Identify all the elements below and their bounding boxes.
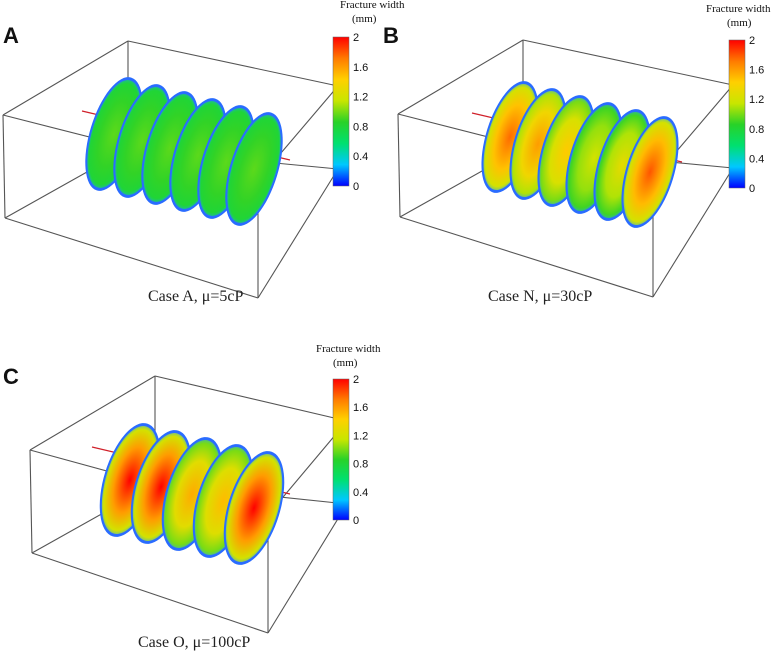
colorbar-tick-label: 0.4 — [353, 487, 368, 499]
colorbar-b: Fracture width (mm) 2 1.6 1.2 0.8 0.4 0 — [706, 3, 771, 195]
colorbar-unit-a: (mm) — [352, 13, 377, 25]
colorbar-ticks-c: 2 1.6 1.2 0.8 0.4 0 — [353, 374, 368, 527]
box-edge — [267, 503, 348, 634]
fracture-plane — [483, 84, 537, 190]
box-edge — [2, 40, 129, 116]
box-edge — [31, 552, 269, 634]
colorbar-c: Fracture width (mm) 2 1.6 1.2 0.8 0.4 0 — [316, 343, 381, 527]
fracture-plane — [511, 91, 565, 197]
colorbar-tick-label: 2 — [353, 32, 359, 44]
colorbar-gradient — [332, 378, 350, 521]
colorbar-ticks-b: 2 1.6 1.2 0.8 0.4 0 — [749, 35, 764, 195]
box-edge — [4, 217, 259, 299]
colorbar-title-c: Fracture width — [316, 343, 381, 355]
fracture-plane — [143, 94, 197, 202]
colorbar-unit-b: (mm) — [727, 17, 752, 29]
colorbar-tick-label: 1.6 — [353, 62, 368, 74]
colorbar-tick-label: 1.6 — [749, 65, 764, 77]
box-edge — [257, 168, 339, 299]
colorbar-tick-label: 0.8 — [749, 124, 764, 136]
colorbar-gradient — [728, 39, 746, 189]
caption-a: Case A, μ=5cP — [148, 288, 243, 305]
fracture-plane — [225, 453, 283, 563]
box-edge — [29, 375, 156, 451]
fracture-plane — [115, 87, 169, 195]
panel-label-c: C — [3, 364, 19, 389]
box-edge — [397, 39, 524, 115]
colorbar-tick-label: 1.2 — [749, 94, 764, 106]
panel-label-a: A — [3, 23, 19, 48]
box-edge — [2, 114, 6, 219]
fractures-b — [481, 81, 679, 228]
fracture-plane — [623, 119, 677, 225]
fracture-plane — [539, 98, 593, 204]
fracture-plane — [171, 101, 225, 209]
panel-label-b: B — [383, 23, 399, 48]
colorbar-title-a: Fracture width — [340, 0, 405, 11]
fracture-plane — [227, 115, 281, 223]
fracture-plane — [595, 112, 649, 218]
colorbar-gradient — [332, 36, 350, 187]
fracture-plane — [87, 80, 141, 188]
colorbar-tick-label: 1.2 — [353, 92, 368, 104]
colorbar-title-b: Fracture width — [706, 3, 771, 15]
panel-case-o: C Fracture width (mm) 2 1.6 1.2 0.8 0.4 0 Cas… — [3, 343, 381, 651]
colorbar-ticks-a: 2 1.6 1.2 0.8 0.4 0 — [353, 32, 368, 193]
colorbar-tick-label: 0 — [353, 181, 359, 193]
colorbar-tick-label: 0.4 — [749, 153, 764, 165]
box-edge — [29, 449, 33, 554]
caption-c: Case O, μ=100cP — [138, 634, 250, 651]
panel-case-n: B Fracture width (mm) 2 1.6 1.2 0.8 0.4 0 Cas… — [383, 3, 771, 305]
box-edge — [522, 39, 734, 86]
box-edge — [397, 113, 401, 218]
colorbar-tick-label: 0 — [749, 183, 755, 195]
fracture-plane — [567, 105, 621, 211]
fracture-plane — [199, 108, 253, 216]
colorbar-tick-label: 1.2 — [353, 430, 368, 442]
colorbar-a: Fracture width (mm) 2 1.6 1.2 0.8 0.4 0 — [332, 0, 405, 193]
colorbar-unit-c: (mm) — [333, 357, 358, 369]
colorbar-tick-label: 2 — [749, 35, 755, 47]
colorbar-tick-label: 0 — [353, 515, 359, 527]
box-edge — [127, 40, 339, 87]
box-edge — [154, 375, 348, 422]
fractures-a — [85, 77, 283, 226]
colorbar-tick-label: 0.8 — [353, 121, 368, 133]
caption-b: Case N, μ=30cP — [488, 288, 592, 305]
colorbar-tick-label: 2 — [353, 374, 359, 386]
colorbar-tick-label: 0.4 — [353, 151, 368, 163]
panel-case-a: A Fracture width (mm) 2 1.6 1.2 0.8 0.4 0 Cas… — [2, 0, 405, 305]
box-edge — [652, 167, 734, 298]
fractures-c — [99, 423, 285, 565]
colorbar-tick-label: 0.8 — [353, 459, 368, 471]
colorbar-tick-label: 1.6 — [353, 402, 368, 414]
box-edge — [399, 216, 654, 298]
